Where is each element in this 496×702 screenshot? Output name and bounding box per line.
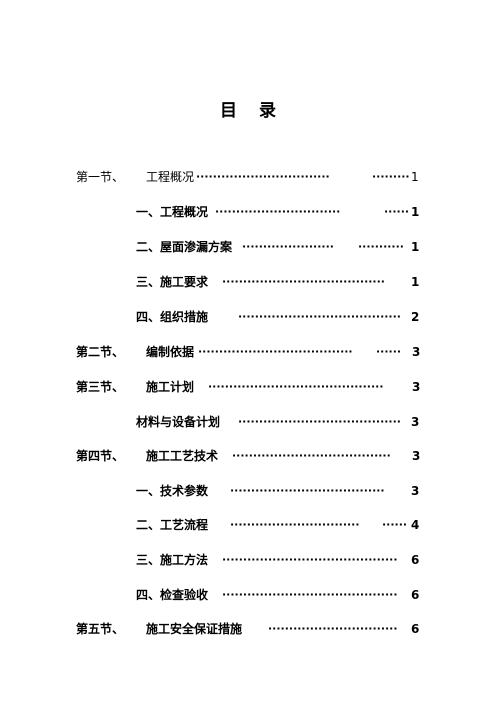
toc-entry-number: 第一节、 <box>76 170 125 184</box>
toc-entry-label: 二、工艺流程 <box>136 518 209 532</box>
toc-leader-dots: ································ <box>196 170 330 183</box>
toc-entry-number: 第二节、 <box>76 345 125 359</box>
toc-entry-label: 材料与设备计划 <box>136 415 221 429</box>
toc-entry-page: 3 <box>411 484 420 498</box>
toc-leader-dots: ········································… <box>208 380 384 393</box>
toc-leader-dots: ········································… <box>222 588 398 601</box>
toc-entry-page: 3 <box>412 380 421 394</box>
toc-title-char-1: 目 <box>220 101 237 121</box>
toc-leader-dots: ········· <box>372 170 410 183</box>
toc-leader-dots: ········································… <box>222 553 398 566</box>
toc-entry-section-5[interactable]: 第五节、 施工安全保证措施 ··························… <box>0 619 496 639</box>
toc-leader-dots: ··········· <box>358 240 404 253</box>
toc-leader-dots: ····································· <box>230 484 385 497</box>
toc-entry-label: 三、施工方法 <box>136 553 209 567</box>
toc-entry-page: 4 <box>411 518 420 532</box>
toc-entry-label: 四、组织措施 <box>136 310 209 324</box>
toc-entry[interactable]: 一、工程概况 ······························ ··… <box>0 202 496 222</box>
toc-entry[interactable]: 四、检查验收 ·································… <box>0 585 496 605</box>
toc-entry-page: 3 <box>411 415 420 429</box>
toc-entry[interactable]: 一、技术参数 ·································… <box>0 481 496 501</box>
toc-entry-label: 施工工艺技术 <box>146 449 219 463</box>
toc-entry-label: 一、技术参数 <box>136 484 209 498</box>
toc-title-char-2: 录 <box>259 101 276 121</box>
toc-entry-number: 第四节、 <box>76 449 125 463</box>
toc-entry-page: 3 <box>412 345 421 359</box>
toc-entry[interactable]: 三、施工方法 ·································… <box>0 550 496 570</box>
toc-entry-section-3[interactable]: 第三节、 施工计划 ······························… <box>0 377 496 397</box>
toc-entry-number: 第五节、 <box>76 622 125 636</box>
toc-entry-label: 工程概况 <box>146 170 195 184</box>
toc-leader-dots: ······ <box>384 205 410 218</box>
toc-entry[interactable]: 二、工艺流程 ······························· ·… <box>0 515 496 535</box>
toc-leader-dots: ······ <box>376 345 402 358</box>
toc-entry-label: 施工安全保证措施 <box>146 622 243 636</box>
toc-entry[interactable]: 三、施工要求 ·································… <box>0 272 496 292</box>
toc-entry-label: 一、工程概况 <box>136 205 209 219</box>
toc-leader-dots: ······································· <box>222 275 385 288</box>
toc-entry-page: 6 <box>411 588 420 602</box>
toc-leader-dots: ······ <box>382 518 408 531</box>
toc-leader-dots: ······································· <box>238 415 401 428</box>
toc-entry-page: 1 <box>411 275 420 289</box>
toc-entry[interactable]: 材料与设备计划 ································… <box>0 412 496 432</box>
toc-entry-label: 编制依据 <box>146 345 195 359</box>
toc-entry-page: 1 <box>411 205 420 219</box>
toc-entry-number: 第三节、 <box>76 380 125 394</box>
toc-leader-dots: ······················ <box>242 240 334 253</box>
toc-leader-dots: ······························· <box>268 622 398 635</box>
toc-leader-dots: ······································ <box>232 449 391 462</box>
toc-leader-dots: ······························· <box>230 518 360 531</box>
toc-entry-page: 3 <box>412 449 421 463</box>
toc-entry[interactable]: 二、屋面渗漏方案 ······················ ········… <box>0 237 496 257</box>
toc-entry-page: 1 <box>411 170 419 184</box>
toc-entry-label: 施工计划 <box>146 380 195 394</box>
toc-entry[interactable]: 四、组织措施 ·································… <box>0 307 496 327</box>
toc-entry-page: 6 <box>411 553 420 567</box>
toc-entry-section-2[interactable]: 第二节、 编制依据 ······························… <box>0 342 496 362</box>
toc-entry-section-1[interactable]: 第一节、 工程概况 ······························… <box>0 167 496 187</box>
toc-title: 目录 <box>0 96 496 121</box>
toc-leader-dots: ······························ <box>215 205 341 218</box>
toc-leader-dots: ······································· <box>238 310 401 323</box>
toc-leader-dots: ····································· <box>198 345 353 358</box>
toc-entry-section-4[interactable]: 第四节、 施工工艺技术 ····························… <box>0 446 496 466</box>
toc-entry-page: 1 <box>411 240 420 254</box>
toc-entry-label: 三、施工要求 <box>136 275 209 289</box>
toc-entry-label: 四、检查验收 <box>136 588 209 602</box>
toc-entry-page: 6 <box>411 622 420 636</box>
toc-entry-page: 2 <box>411 310 420 324</box>
toc-entry-label: 二、屋面渗漏方案 <box>136 240 233 254</box>
